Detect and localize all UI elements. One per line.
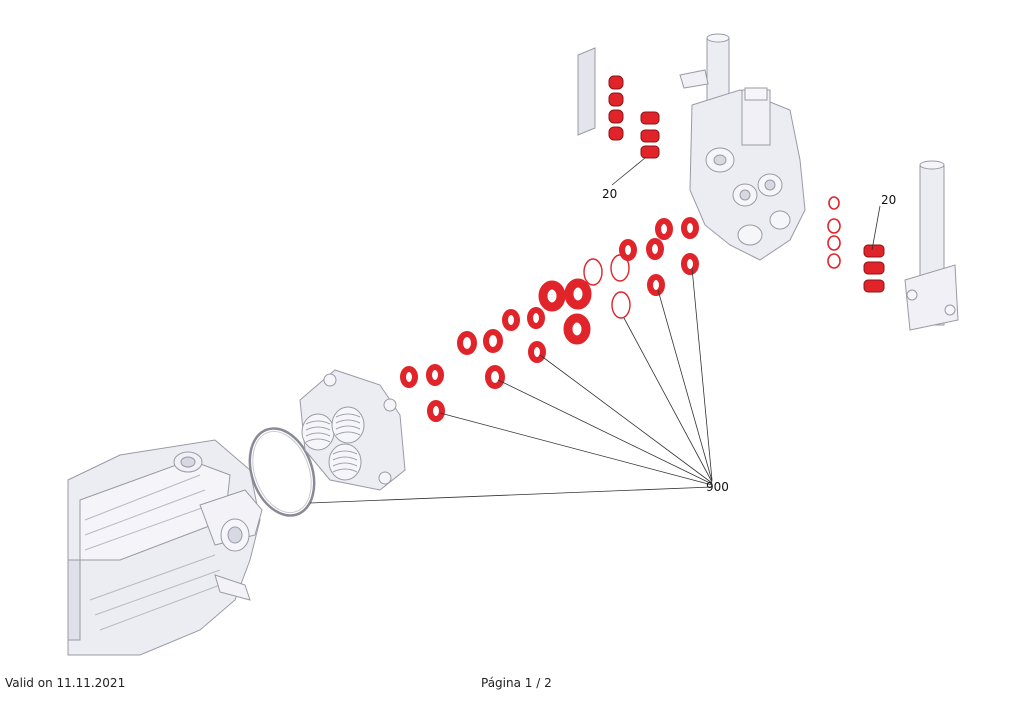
pump-head bbox=[679, 33, 806, 261]
crankcase-housing bbox=[67, 439, 263, 656]
callout-900: 900 bbox=[706, 480, 729, 494]
valid-date-label: Valid on 11.11.2021 bbox=[5, 676, 126, 690]
seal-rings bbox=[400, 217, 699, 422]
thin-o-rings-right bbox=[827, 196, 841, 269]
outlet-tube bbox=[904, 160, 959, 331]
large-o-ring bbox=[248, 427, 316, 517]
callout-20-right: 20 bbox=[881, 193, 896, 207]
piston-guide-with-springs bbox=[299, 369, 406, 491]
filter-plate bbox=[577, 47, 596, 136]
highlighted-valves-right bbox=[863, 244, 885, 293]
highlighted-valves-top bbox=[608, 75, 660, 159]
page-number: Página 1 / 2 bbox=[481, 676, 552, 690]
callout-20-top: 20 bbox=[602, 187, 617, 201]
leader-lines bbox=[309, 157, 881, 504]
